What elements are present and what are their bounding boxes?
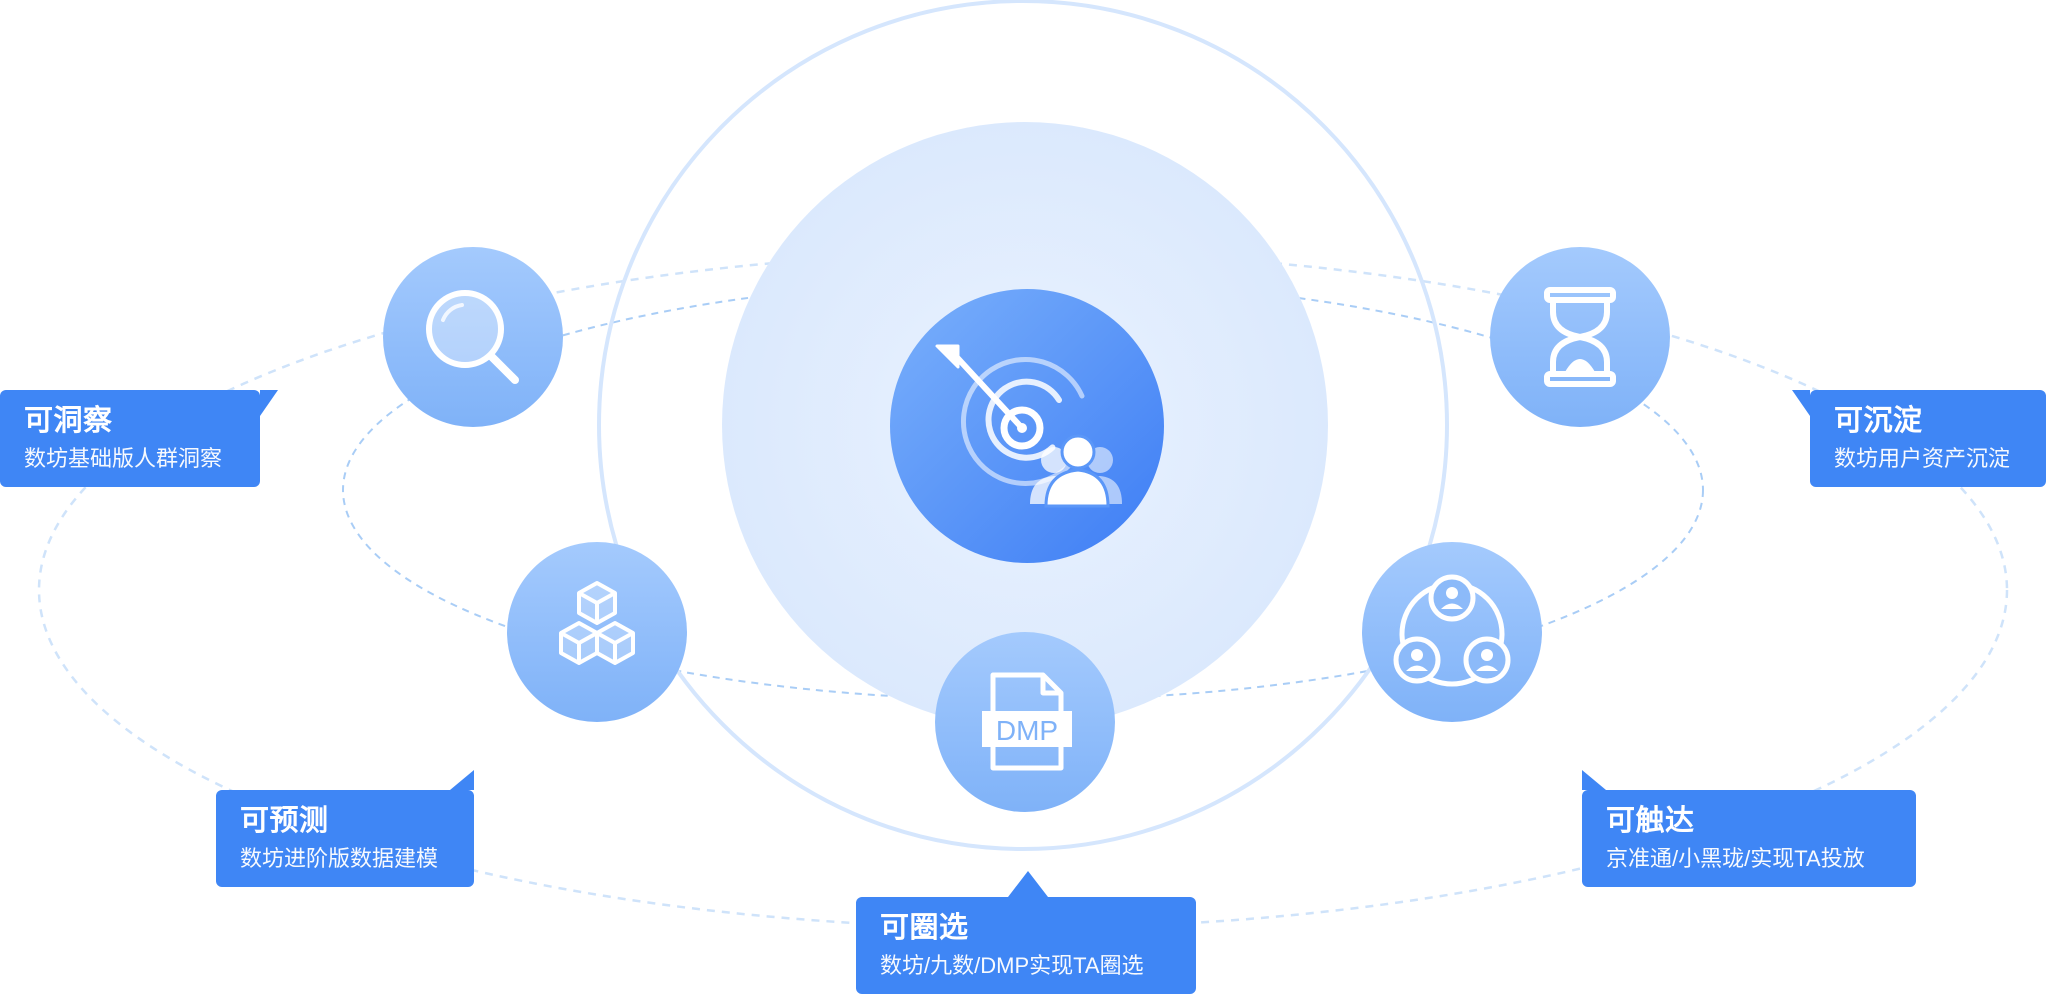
hourglass-icon bbox=[1544, 287, 1616, 387]
callout-pointer bbox=[1582, 770, 1606, 790]
callout-select: 可圈选 数坊/九数/DMP实现TA圈选 bbox=[856, 871, 1196, 994]
dmp-icon-label: DMP bbox=[996, 715, 1058, 746]
callout-title: 可预测 bbox=[240, 805, 329, 837]
callout-pointer bbox=[450, 770, 474, 790]
node-predict bbox=[507, 542, 687, 722]
callout-reach: 可触达 京准通/小黑珑/实现TA投放 bbox=[1582, 770, 1916, 887]
callout-title: 可沉淀 bbox=[1834, 405, 1923, 437]
magnifier-icon bbox=[426, 290, 519, 384]
callout-subtitle: 数坊/九数/DMP实现TA圈选 bbox=[880, 953, 1144, 978]
callout-title: 可洞察 bbox=[24, 405, 113, 437]
callout-retain: 可沉淀 数坊用户资产沉淀 bbox=[1792, 390, 2046, 487]
callout-subtitle: 数坊基础版人群洞察 bbox=[24, 446, 223, 471]
audience-group-icon bbox=[1030, 434, 1122, 508]
callout-subtitle: 数坊进阶版数据建模 bbox=[240, 846, 439, 871]
center-node bbox=[890, 289, 1164, 563]
inner-dashed-orbit bbox=[342, 279, 1704, 701]
callout-pointer bbox=[1008, 871, 1048, 897]
node-insight bbox=[383, 247, 563, 427]
callout-subtitle: 京准通/小黑珑/实现TA投放 bbox=[1606, 846, 1865, 871]
dmp-file-icon: DMP bbox=[982, 672, 1072, 771]
outer-ring bbox=[597, 0, 1449, 851]
callout-title: 可圈选 bbox=[880, 912, 969, 944]
callout-predict: 可预测 数坊进阶版数据建模 bbox=[216, 770, 474, 887]
cubes-icon bbox=[559, 581, 635, 665]
callout-pointer bbox=[1792, 390, 1810, 416]
target-audience-icon bbox=[935, 344, 1085, 486]
node-select: DMP bbox=[935, 632, 1115, 812]
user-network-icon bbox=[1393, 574, 1511, 687]
callout-insight: 可洞察 数坊基础版人群洞察 bbox=[0, 390, 278, 487]
callout-title: 可触达 bbox=[1606, 805, 1695, 837]
callout-pointer bbox=[260, 390, 278, 416]
callout-subtitle: 数坊用户资产沉淀 bbox=[1834, 446, 2011, 471]
node-retain bbox=[1490, 247, 1670, 427]
node-reach bbox=[1362, 542, 1542, 722]
